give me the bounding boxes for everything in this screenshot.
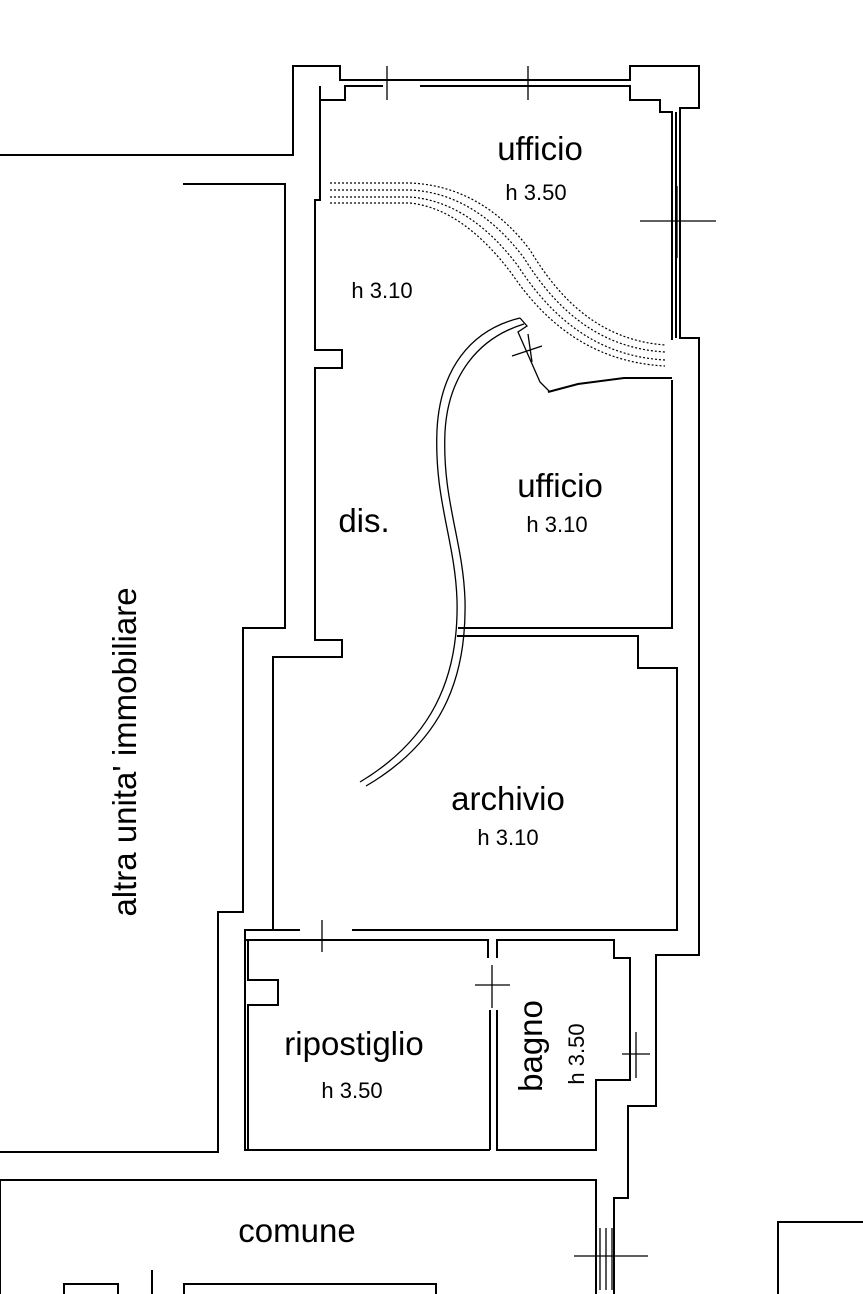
room-height-ripostiglio: h 3.50 xyxy=(321,1078,382,1103)
openings xyxy=(321,66,716,1290)
room-height-corridor: h 3.10 xyxy=(351,278,412,303)
right-inner-wall xyxy=(273,112,678,931)
walls xyxy=(0,65,863,1294)
adjacent-building xyxy=(777,1221,863,1294)
room-name-archivio: archivio xyxy=(451,780,565,817)
room-name-ufficio-top: ufficio xyxy=(497,130,583,167)
office-mid-wall xyxy=(547,377,672,393)
room-height-bagno: h 3.50 xyxy=(564,1023,589,1084)
corridor-wall xyxy=(244,86,490,1151)
room-name-dis: dis. xyxy=(338,502,389,539)
room-height-ufficio-top: h 3.50 xyxy=(505,180,566,205)
room-name-bagno: bagno xyxy=(512,1000,549,1092)
inner-wall-left xyxy=(0,183,286,1153)
neighbor-unit-label: altra unita' immobiliare xyxy=(106,587,143,916)
labels: ufficio h 3.50 h 3.10 ufficio h 3.10 dis… xyxy=(106,130,603,1249)
staircase xyxy=(330,182,666,367)
service-walls xyxy=(245,939,631,1151)
room-name-comune: comune xyxy=(238,1212,355,1249)
room-name-ripostiglio: ripostiglio xyxy=(284,1025,423,1062)
outer-wall xyxy=(0,65,700,1294)
room-height-ufficio-mid: h 3.10 xyxy=(526,512,587,537)
top-inner-wall xyxy=(320,85,673,340)
curved-partition xyxy=(359,317,551,787)
room-height-archivio: h 3.10 xyxy=(477,825,538,850)
room-name-ufficio-mid: ufficio xyxy=(517,467,603,504)
bottom-blocks xyxy=(63,1270,437,1294)
